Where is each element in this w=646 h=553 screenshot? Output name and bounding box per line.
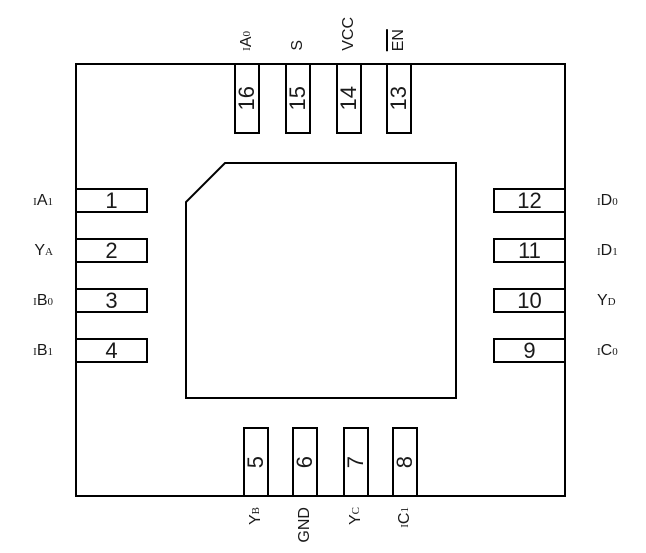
pin-16-number: 16 bbox=[234, 86, 259, 111]
pin-5-label: YB bbox=[247, 507, 265, 525]
pin-9-label: IC0 bbox=[597, 338, 646, 363]
pin-3-label-part: B bbox=[36, 292, 48, 309]
pin-11-box: 11 bbox=[493, 238, 566, 263]
pin-15-box: 15 bbox=[285, 63, 311, 134]
pin-8-label: IC1 bbox=[396, 507, 414, 528]
pin-9-number: 9 bbox=[523, 337, 536, 363]
pin-7-label-part: C bbox=[350, 507, 362, 515]
pin-12-label-part: D bbox=[600, 192, 613, 209]
pin-14-label-part: VCC bbox=[340, 17, 357, 51]
pin-3-number: 3 bbox=[105, 287, 118, 313]
pin-8-label-part: I bbox=[399, 524, 411, 528]
pin-3-label-part: I bbox=[33, 296, 37, 308]
pin-5-number: 5 bbox=[243, 455, 268, 469]
pin-9-box: 9 bbox=[493, 338, 566, 363]
pin-6-box: 6 bbox=[292, 427, 318, 497]
pin-12-box: 12 bbox=[493, 188, 566, 213]
pin-14-label: VCC bbox=[340, 17, 358, 51]
pin-4-label: IB1 bbox=[0, 338, 53, 363]
pin-16-label-part: I bbox=[241, 47, 253, 51]
package-outline bbox=[75, 63, 566, 497]
pin-4-box: 4 bbox=[75, 338, 148, 363]
pin-1-label-part: I bbox=[33, 196, 37, 208]
pin-15-number: 15 bbox=[285, 86, 310, 111]
pin-11-label-part: 1 bbox=[612, 246, 618, 258]
pin-10-number: 10 bbox=[517, 287, 542, 313]
pin-6-number: 6 bbox=[292, 455, 317, 469]
pin-7-box: 7 bbox=[343, 427, 369, 497]
pin-13-label: EN bbox=[386, 28, 408, 51]
pin-13-number: 13 bbox=[386, 86, 411, 111]
pin-2-label-part: A bbox=[45, 246, 53, 258]
pin-11-label-part: I bbox=[597, 246, 601, 258]
pin-16-label: IA0 bbox=[238, 31, 256, 51]
pin-8-number: 8 bbox=[392, 455, 417, 469]
pin-15-label: S bbox=[289, 40, 307, 51]
pin-9-label-part: 0 bbox=[612, 346, 618, 358]
pin-11-label: ID1 bbox=[597, 238, 646, 263]
pin-1-number: 1 bbox=[105, 187, 118, 213]
pin-6-label-part: GND bbox=[296, 507, 313, 543]
pin-3-label: IB0 bbox=[0, 288, 53, 313]
pin-9-label-part: C bbox=[600, 342, 613, 359]
pin-16-box: 16 bbox=[234, 63, 260, 134]
pin-1-label-part: A bbox=[36, 192, 48, 209]
pin-5-box: 5 bbox=[243, 427, 269, 497]
pin-14-number: 14 bbox=[336, 86, 361, 111]
pin-5-label-part: Y bbox=[247, 514, 264, 526]
pin-7-number: 7 bbox=[343, 455, 368, 469]
pin-10-box: 10 bbox=[493, 288, 566, 313]
pin-2-number: 2 bbox=[105, 237, 118, 263]
pin-7-label-part: Y bbox=[347, 514, 364, 526]
pin-8-label-part: 1 bbox=[399, 507, 411, 513]
pin-1-label-part: 1 bbox=[47, 196, 54, 208]
pin-7-label: YC bbox=[347, 507, 365, 525]
pin-6-label: GND bbox=[296, 507, 314, 543]
pin-4-number: 4 bbox=[105, 337, 118, 363]
pin-2-label: YA bbox=[0, 238, 53, 263]
pin-15-label-part: S bbox=[289, 40, 306, 51]
pin-1-box: 1 bbox=[75, 188, 148, 213]
pin-9-label-part: I bbox=[597, 346, 601, 358]
pin-12-label-part: 0 bbox=[612, 196, 618, 208]
pin-13-box: 13 bbox=[386, 63, 412, 134]
pin-12-number: 12 bbox=[517, 187, 542, 213]
pin-8-label-part: C bbox=[396, 512, 413, 525]
pin-12-label-part: I bbox=[597, 196, 601, 208]
pin-1-label: IA1 bbox=[0, 188, 53, 213]
pin-10-label-part: D bbox=[607, 296, 616, 308]
pin-4-label-part: I bbox=[33, 346, 37, 358]
pin-3-label-part: 0 bbox=[47, 296, 54, 308]
pin-10-label-part: Y bbox=[597, 292, 608, 309]
pin-13-label-part: EN bbox=[386, 28, 407, 51]
pin-2-box: 2 bbox=[75, 238, 148, 263]
pin-16-label-part: A bbox=[238, 36, 255, 48]
pin-2-label-part: Y bbox=[34, 242, 46, 259]
pin-11-label-part: D bbox=[600, 242, 613, 259]
pin-16-label-part: 0 bbox=[241, 31, 253, 37]
pin-12-label: ID0 bbox=[597, 188, 646, 213]
pin-14-box: 14 bbox=[336, 63, 362, 134]
pin-8-box: 8 bbox=[392, 427, 418, 497]
pin-4-label-part: B bbox=[36, 342, 48, 359]
pin-10-label: YD bbox=[597, 288, 646, 313]
pin-11-number: 11 bbox=[518, 237, 541, 263]
pin-5-label-part: B bbox=[250, 507, 262, 515]
pin-3-box: 3 bbox=[75, 288, 148, 313]
pin-4-label-part: 1 bbox=[47, 346, 54, 358]
